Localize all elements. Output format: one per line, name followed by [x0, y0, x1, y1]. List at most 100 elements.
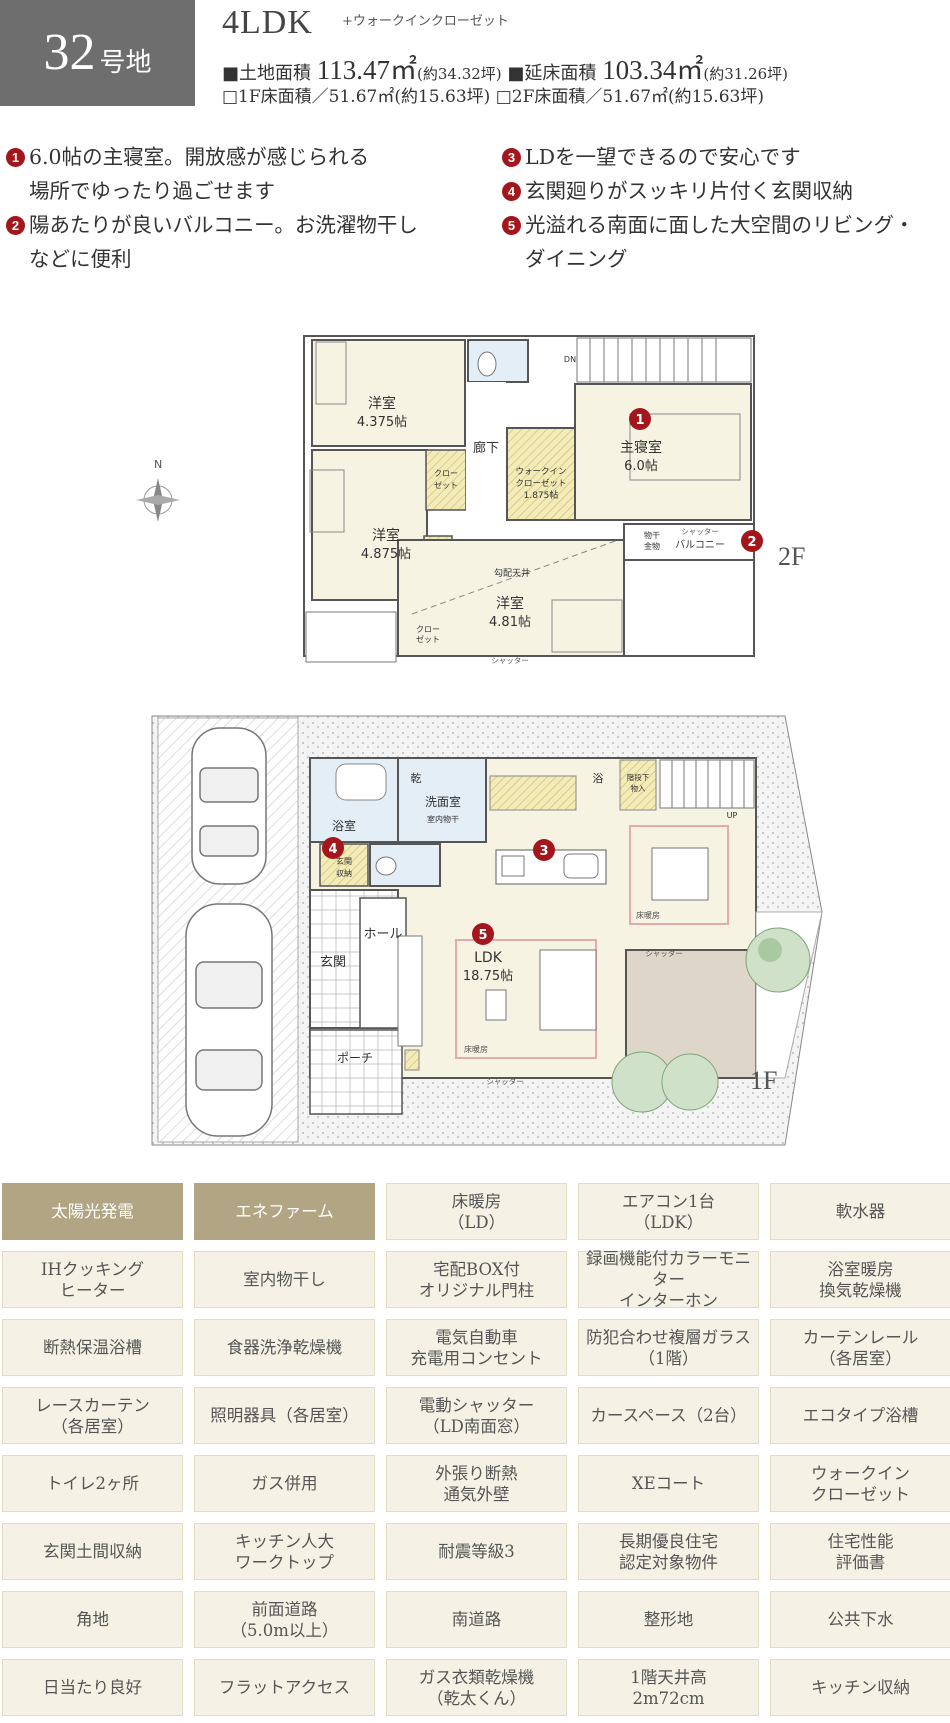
equipment-item: 玄関土間収納 — [2, 1523, 183, 1580]
point-marker-5: 5 — [472, 923, 494, 945]
equipment-item: 耐震等級3 — [386, 1523, 567, 1580]
second-floor-area: □2F床面積／51.67㎡(約15.63坪) — [495, 87, 764, 107]
equipment-item: エアコン1台 （LDK） — [578, 1183, 759, 1240]
plan-1f: 浴室 洗面室 室内物干 乾 浴 階段下 物入 玄関 収納 ホール 玄関 ポーチ … — [151, 715, 823, 1146]
floor-area-tsubo: (約31.26坪) — [703, 65, 789, 83]
equipment-item: フラットアクセス — [194, 1659, 375, 1716]
room-note: 室内物干 — [427, 814, 459, 824]
laundry-label: 金物 — [644, 541, 660, 551]
wic-size: 1.875帖 — [524, 489, 559, 501]
equipment-item: 1階天井高 2m72cm — [578, 1659, 759, 1716]
room-label: 洗面室 — [425, 794, 461, 809]
point-text: 6.0帖の主寝室。開放感が感じられる — [29, 145, 370, 169]
equipment-item: 長期優良住宅 認定対象物件 — [578, 1523, 759, 1580]
floor-plans: N 洋室 — [136, 335, 823, 1146]
equipment-item: 録画機能付カラーモニター インターホン — [578, 1249, 759, 1310]
equipment-item: エコタイプ浴槽 — [770, 1387, 950, 1444]
room-label: 洋室 — [372, 527, 400, 544]
floor-heat-label: 床暖房 — [464, 1044, 488, 1054]
shutter-label: シャッター — [681, 527, 719, 536]
equipment-item: 整形地 — [578, 1591, 759, 1648]
land-area-tsubo: (約34.32坪) — [417, 65, 502, 83]
equipment-item: カーテンレール （各居室） — [770, 1319, 950, 1376]
feature-points-right: 3 LDを一望できるので安心です 4 玄関廻りがスッキリ片付く玄関収納 5 光溢… — [502, 140, 948, 276]
point-marker-3: 3 — [533, 839, 555, 861]
svg-text:2: 2 — [747, 535, 756, 550]
slope-ceiling-label: 勾配天井 — [494, 567, 530, 579]
point-marker: 3 — [502, 148, 521, 167]
tree-icon — [745, 927, 811, 993]
equipment-item: 外張り断熱 通気外壁 — [386, 1455, 567, 1512]
equipment-item: 断熱保温浴槽 — [2, 1319, 183, 1376]
closet-label: ゼット — [434, 480, 458, 490]
equipment-item: 宅配BOX付 オリジナル門柱 — [386, 1251, 567, 1308]
equipment-item: キッチン収納 — [770, 1659, 950, 1716]
equipment-item: 照明器具（各居室） — [194, 1387, 375, 1444]
equipment-item: ウォークイン クローゼット — [770, 1455, 950, 1512]
shutter-label: シャッター — [486, 1077, 524, 1086]
compass-icon: N — [136, 458, 180, 522]
plan-2f: N 洋室 — [136, 335, 763, 665]
laundry-label: 物干 — [644, 530, 660, 540]
closet-label: ゼット — [416, 634, 440, 644]
hall-label: 廊下 — [473, 440, 499, 456]
point-text: 光溢れる南面に面した大空間のリビング・ — [525, 213, 915, 237]
equipment-item: レースカーテン （各居室） — [2, 1387, 183, 1444]
bath-dryer-label: 浴 — [593, 772, 604, 785]
entrance-label: 玄関 — [320, 955, 346, 970]
area-summary: ■土地面積 113.47㎡(約34.32坪) ■延床面積 103.34㎡(約31… — [222, 48, 788, 87]
equipment-item: IHクッキング ヒーター — [2, 1251, 183, 1308]
genkan-storage-label: 玄関 — [336, 856, 352, 866]
floor-area-detail: □1F床面積／51.67㎡(約15.63坪) □2F床面積／51.67㎡(約15… — [222, 82, 764, 107]
floor-label-1f: 1F — [750, 1066, 778, 1095]
point-marker-1: 1 — [629, 408, 651, 430]
balcony-label: バルコニー — [675, 539, 725, 551]
feature-points-left: 1 6.0帖の主寝室。開放感が感じられる 場所でゆったり過ごせます 2 陽あたり… — [6, 140, 476, 276]
point-marker: 5 — [502, 216, 521, 235]
equipment-item: 防犯合わせ複層ガラス （1階） — [578, 1319, 759, 1376]
point-text: などに便利 — [29, 247, 132, 271]
floor-area-value: 103.34㎡ — [602, 55, 704, 85]
lot-number-badge: 32 号地 — [0, 0, 195, 106]
closet-label: クロー — [416, 625, 440, 634]
equipment-item: カースペース（2台） — [578, 1387, 759, 1444]
lot-suffix: 号地 — [99, 47, 152, 78]
room-size: 18.75帖 — [463, 969, 513, 984]
room-label: 洋室 — [368, 395, 396, 412]
point-text: 場所でゆったり過ごせます — [29, 179, 275, 203]
point-marker-4: 4 — [322, 837, 344, 859]
equipment-item: 公共下水 — [770, 1591, 950, 1648]
point-marker: 2 — [6, 216, 25, 235]
lot-number: 32 — [43, 24, 96, 81]
feature-point: 5 光溢れる南面に面した大空間のリビング・ ダイニング — [502, 208, 948, 276]
wic-label: ウォークイン — [515, 467, 566, 477]
room-label: 主寝室 — [620, 439, 662, 456]
equipment-item: 床暖房 （LD） — [386, 1183, 567, 1240]
equipment-item: 前面道路 （5.0m以上） — [194, 1591, 375, 1648]
svg-text:3: 3 — [539, 844, 548, 859]
room-label: LDK — [474, 950, 503, 966]
feature-point: 4 玄関廻りがスッキリ片付く玄関収納 — [502, 174, 948, 208]
dryer-label: 乾 — [411, 772, 422, 785]
up-label: UP — [727, 811, 738, 820]
room-size: 4.375帖 — [357, 415, 407, 430]
porch-label: ポーチ — [337, 1051, 373, 1065]
shutter-label: シャッター — [491, 656, 529, 665]
equipment-item: XEコート — [578, 1455, 759, 1512]
point-marker: 4 — [502, 182, 521, 201]
stair-storage-label: 階段下 — [627, 772, 650, 782]
feature-point: 3 LDを一望できるので安心です — [502, 140, 948, 174]
room-label: 洋室 — [496, 595, 524, 612]
tree-icon — [611, 1051, 719, 1113]
land-area-value: 113.47㎡ — [316, 55, 417, 85]
shutter-label: シャッター — [645, 949, 683, 958]
equipment-item: ガス衣類乾燥機 （乾太くん） — [386, 1659, 567, 1716]
feature-point: 1 6.0帖の主寝室。開放感が感じられる 場所でゆったり過ごせます — [6, 140, 476, 208]
point-text: ダイニング — [525, 247, 628, 271]
room-size: 4.81帖 — [489, 615, 531, 630]
point-marker-2: 2 — [741, 530, 763, 552]
first-floor-area: □1F床面積／51.67㎡(約15.63坪) — [222, 87, 491, 107]
equipment-item: 浴室暖房 換気乾燥機 — [770, 1251, 950, 1308]
svg-text:1: 1 — [635, 413, 644, 428]
